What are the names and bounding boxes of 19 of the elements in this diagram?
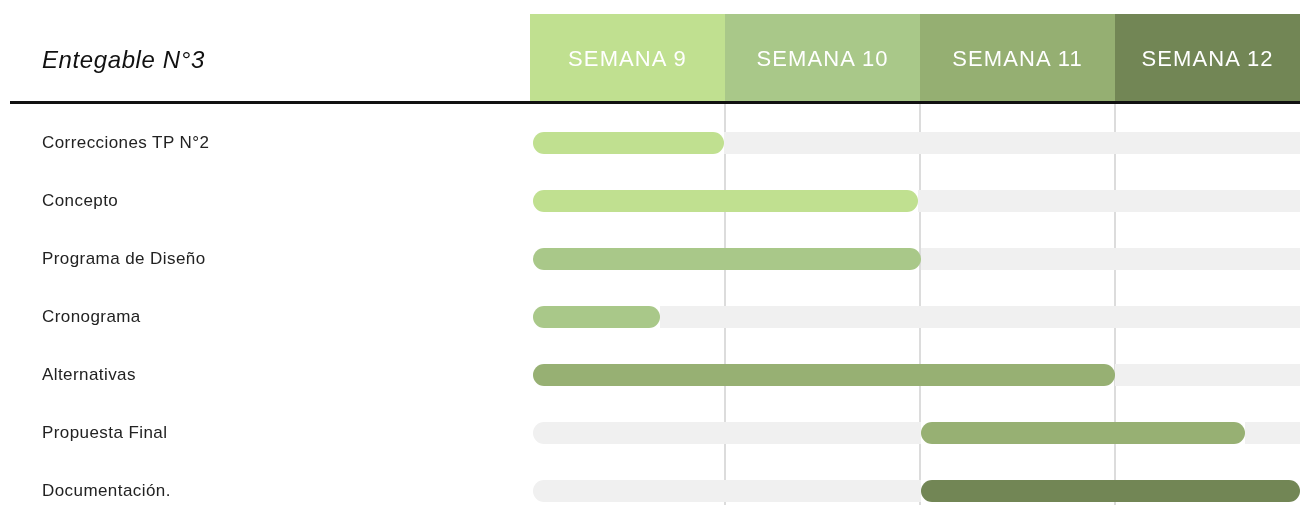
task-label: Cronograma <box>42 306 141 328</box>
task-label: Correcciones TP N°2 <box>42 132 210 154</box>
week-header: SEMANA 11 <box>920 14 1115 102</box>
task-bar <box>533 132 724 154</box>
task-label: Documentación. <box>42 480 171 502</box>
task-bar <box>533 364 1115 386</box>
chart-title: Entegable N°3 <box>42 45 205 75</box>
week-header: SEMANA 9 <box>530 14 725 102</box>
week-header: SEMANA 12 <box>1115 14 1300 102</box>
task-label: Propuesta Final <box>42 422 168 444</box>
task-label: Concepto <box>42 190 119 212</box>
week-header: SEMANA 10 <box>725 14 920 102</box>
task-label: Alternativas <box>42 364 136 386</box>
task-bar <box>533 190 918 212</box>
task-bar <box>921 422 1245 444</box>
task-bar <box>533 306 660 328</box>
task-bar <box>533 248 921 270</box>
task-label: Programa de Diseño <box>42 248 206 270</box>
task-bar <box>921 480 1300 502</box>
